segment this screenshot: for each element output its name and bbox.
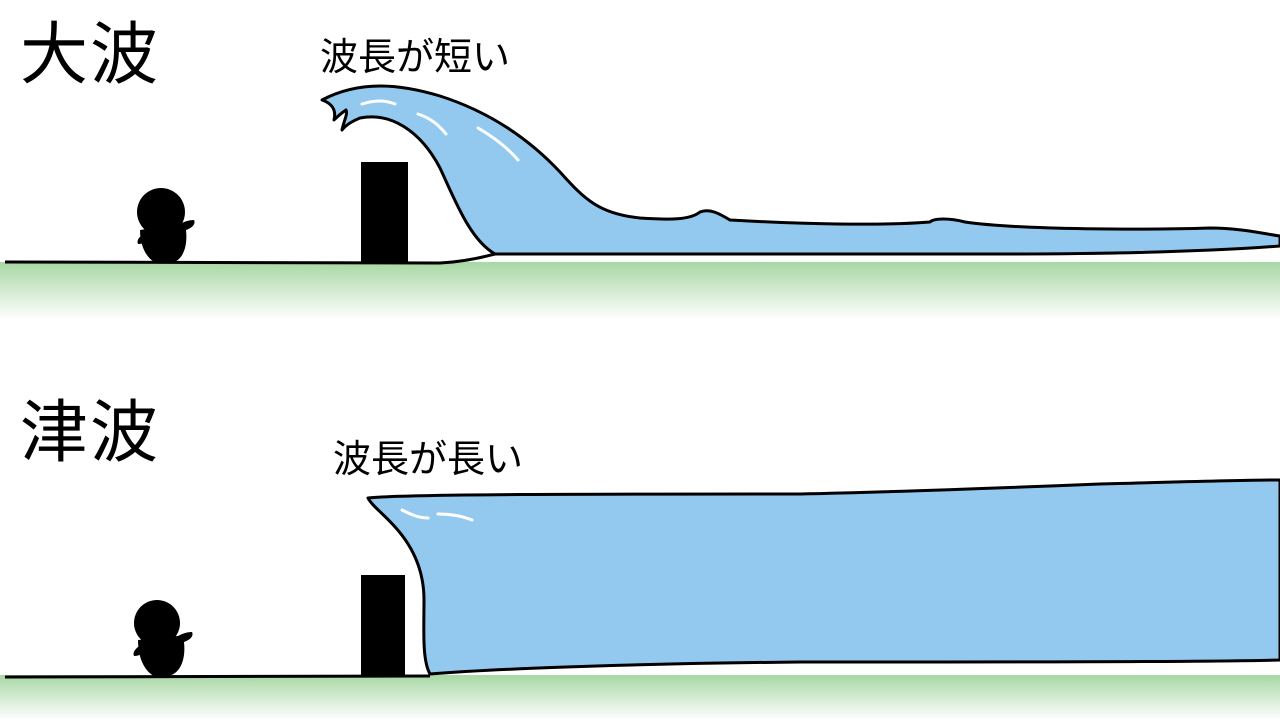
- tsunami-wave: [366, 478, 1280, 676]
- tsunami-scene: [0, 478, 1280, 720]
- wave-highlight: [360, 99, 397, 106]
- person-silhouette: [137, 188, 195, 263]
- ground: [0, 262, 1280, 320]
- ground-line: [4, 252, 496, 265]
- wave-highlight: [416, 112, 448, 136]
- wave-highlight: [400, 508, 430, 520]
- big-wave-panel: 大波 波長が短い: [0, 16, 1280, 320]
- person-silhouette: [133, 600, 193, 676]
- big-wave-caption: 波長が短い: [320, 35, 511, 79]
- tsunami-panel: 津波 波長が長い: [0, 360, 1280, 720]
- ground-line: [4, 674, 431, 679]
- building: [361, 162, 408, 263]
- tsunami-title: 津波: [20, 394, 161, 473]
- big-wave-scene: [0, 84, 1280, 320]
- big-wave: [320, 84, 1280, 256]
- wave-highlight: [436, 512, 474, 522]
- wave-highlight: [476, 126, 520, 162]
- building: [361, 575, 405, 677]
- big-wave-title: 大波: [20, 16, 161, 95]
- ground: [0, 675, 1280, 720]
- tsunami-caption: 波長が長い: [333, 437, 524, 481]
